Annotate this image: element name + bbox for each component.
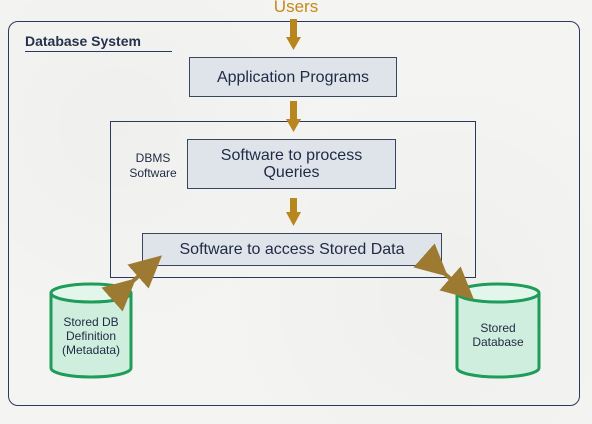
metadata-store-label: Stored DB Definition (Metadata) (61, 315, 121, 357)
query-to-access-arrow (286, 198, 301, 226)
users-label: Users (273, 0, 319, 16)
data-access-node: Software to access Stored Data (142, 233, 442, 266)
apps-to-dbms-arrow (286, 101, 301, 132)
users-to-apps-arrow (286, 19, 301, 50)
database-access-arrow (413, 243, 474, 300)
database-store-label: Stored Database (472, 321, 524, 349)
query-processor-node: Software to process Queries (187, 139, 396, 189)
database-system-underline (25, 51, 172, 52)
database-cylinder (455, 282, 541, 379)
application-programs-node: Application Programs (189, 57, 397, 97)
metadata-access-arrow (101, 255, 162, 312)
dbms-software-label: DBMS Software (129, 151, 177, 180)
application-programs-label: Application Programs (216, 68, 370, 86)
data-access-label: Software to access Stored Data (179, 241, 405, 258)
query-processor-label: Software to process Queries (220, 147, 363, 181)
database-system-label: Database System (25, 33, 141, 49)
